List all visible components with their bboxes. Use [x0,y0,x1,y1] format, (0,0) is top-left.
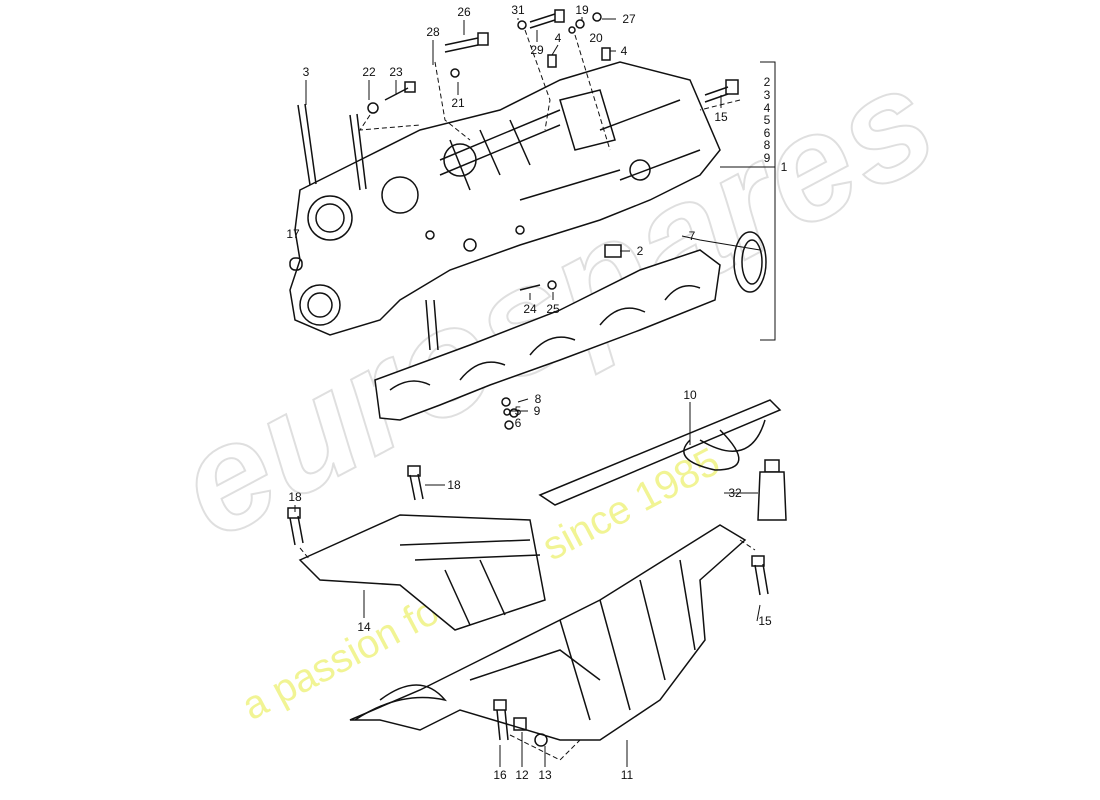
group-callout-4: 4 [763,101,771,115]
callout-21: 21 [451,96,465,110]
group-callout-5: 5 [763,113,771,127]
callout-9: 9 [533,404,541,418]
callout-17: 17 [286,227,300,241]
callout-23: 23 [389,65,403,79]
bearing-bed-plate [374,249,721,421]
callout-26: 26 [457,5,471,19]
leader-lines [294,17,776,767]
callout-7: 7 [688,229,696,243]
callout-11: 11 [620,768,634,782]
callout-20: 20 [589,31,603,45]
callout-32: 32 [728,486,742,500]
callout-27: 27 [622,12,636,26]
oil-pan-gasket [538,399,782,506]
callout-15-bottom: 15 [758,614,772,628]
seal-ring [733,231,767,293]
sealant-tube [757,459,787,521]
studs [289,103,439,351]
group-callout-8: 8 [763,138,771,152]
group-callout-6: 6 [763,126,771,140]
callout-2: 2 [636,244,644,258]
callout-24: 24 [523,302,537,316]
crankcase-upper-part [289,61,721,336]
callout-22: 22 [362,65,376,79]
callout-18-left: 18 [288,490,302,504]
group-callout-3: 3 [763,88,771,102]
callout-18-upper: 18 [447,478,461,492]
callout-8: 8 [534,392,542,406]
callout-10: 10 [683,388,697,402]
callout-19: 19 [575,3,589,17]
callout-25: 25 [546,302,560,316]
callout-14: 14 [357,620,371,634]
callout-13: 13 [538,768,552,782]
callout-6: 6 [514,416,522,430]
callout-28: 28 [426,25,440,39]
callout-15-top: 15 [714,110,728,124]
sleeve-part [604,244,622,258]
callout-16: 16 [493,768,507,782]
callout-31: 31 [511,3,525,17]
callout-1: 1 [780,160,788,174]
callout-29: 29 [530,43,544,57]
callout-4-top: 4 [554,31,562,45]
callout-4-right: 4 [620,44,628,58]
callout-12: 12 [515,768,529,782]
oil-pan [349,524,747,741]
callout-5: 5 [514,404,522,418]
intermediate-oil-pan [298,514,546,631]
callout-3: 3 [302,65,310,79]
group-callout-9: 9 [763,151,771,165]
group-callout-2: 2 [763,75,771,89]
